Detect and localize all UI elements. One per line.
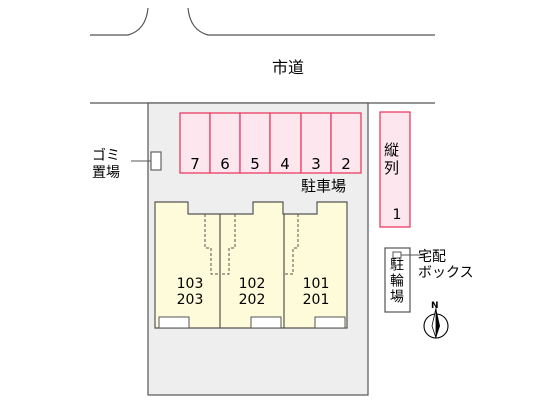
unit-upper-number: 102 bbox=[238, 276, 266, 292]
delivery-box-label-line-2: ボックス bbox=[418, 265, 474, 281]
entrance-101 bbox=[314, 316, 346, 329]
unit-lower-number: 203 bbox=[176, 292, 204, 308]
parking-slot-5[interactable] bbox=[239, 112, 271, 174]
parking-slots bbox=[179, 112, 362, 174]
unit-lower-number: 201 bbox=[302, 292, 330, 308]
delivery-box-label: 宅配 ボックス bbox=[418, 249, 474, 281]
entrance-102 bbox=[250, 316, 282, 329]
road-label: 市道 bbox=[272, 58, 305, 77]
garbage-label-line-2: 置場 bbox=[92, 165, 120, 181]
unit-103-203[interactable]: 103 203 bbox=[165, 276, 215, 308]
bicycle-parking-label: 駐輪場 bbox=[388, 257, 404, 305]
parking-slot-6[interactable] bbox=[209, 112, 241, 174]
unit-101-201[interactable]: 101 201 bbox=[291, 276, 341, 308]
entrance-103 bbox=[158, 316, 190, 329]
parking-slot-number-4: 4 bbox=[280, 155, 290, 173]
parking-slot-number-2: 2 bbox=[341, 155, 351, 173]
parking-slot-number-3: 3 bbox=[311, 155, 321, 173]
parking-slot-1-vertical[interactable] bbox=[379, 111, 411, 228]
parking-slot-2[interactable] bbox=[330, 112, 362, 174]
compass-rose-icon bbox=[423, 307, 449, 339]
parking-slot-7[interactable] bbox=[179, 112, 211, 174]
parking-slot-3[interactable] bbox=[300, 112, 332, 174]
unit-upper-number: 101 bbox=[302, 276, 330, 292]
delivery-box-label-line-1: 宅配 bbox=[418, 249, 446, 265]
unit-upper-number: 103 bbox=[176, 276, 204, 292]
garbage-station[interactable] bbox=[150, 151, 162, 171]
garbage-label-line-1: ゴミ bbox=[92, 148, 120, 164]
parking-slot-4[interactable] bbox=[269, 112, 302, 174]
road-edge-top-right bbox=[187, 7, 435, 36]
compass-north-label: N bbox=[431, 301, 439, 311]
parking-slot-number-5: 5 bbox=[250, 155, 260, 173]
vertical-parking-label: 縦列 bbox=[382, 142, 400, 178]
parking-slot-number-7: 7 bbox=[190, 155, 200, 173]
garbage-station-label: ゴミ 置場 bbox=[92, 148, 120, 182]
unit-102-202[interactable]: 102 202 bbox=[227, 276, 277, 308]
building-dashed-partition-2 bbox=[220, 214, 236, 275]
vertical-parking-number: 1 bbox=[392, 207, 402, 223]
parking-label: 駐車場 bbox=[301, 177, 347, 195]
bicycle-parking-area[interactable] bbox=[384, 247, 411, 313]
road-edge-top-left bbox=[90, 7, 149, 36]
parking-slot-number-6: 6 bbox=[220, 155, 230, 173]
building-dashed-partition-3 bbox=[284, 214, 299, 275]
unit-lower-number: 202 bbox=[238, 292, 266, 308]
building[interactable] bbox=[154, 201, 348, 329]
building-dashed-partition-1 bbox=[204, 214, 220, 275]
